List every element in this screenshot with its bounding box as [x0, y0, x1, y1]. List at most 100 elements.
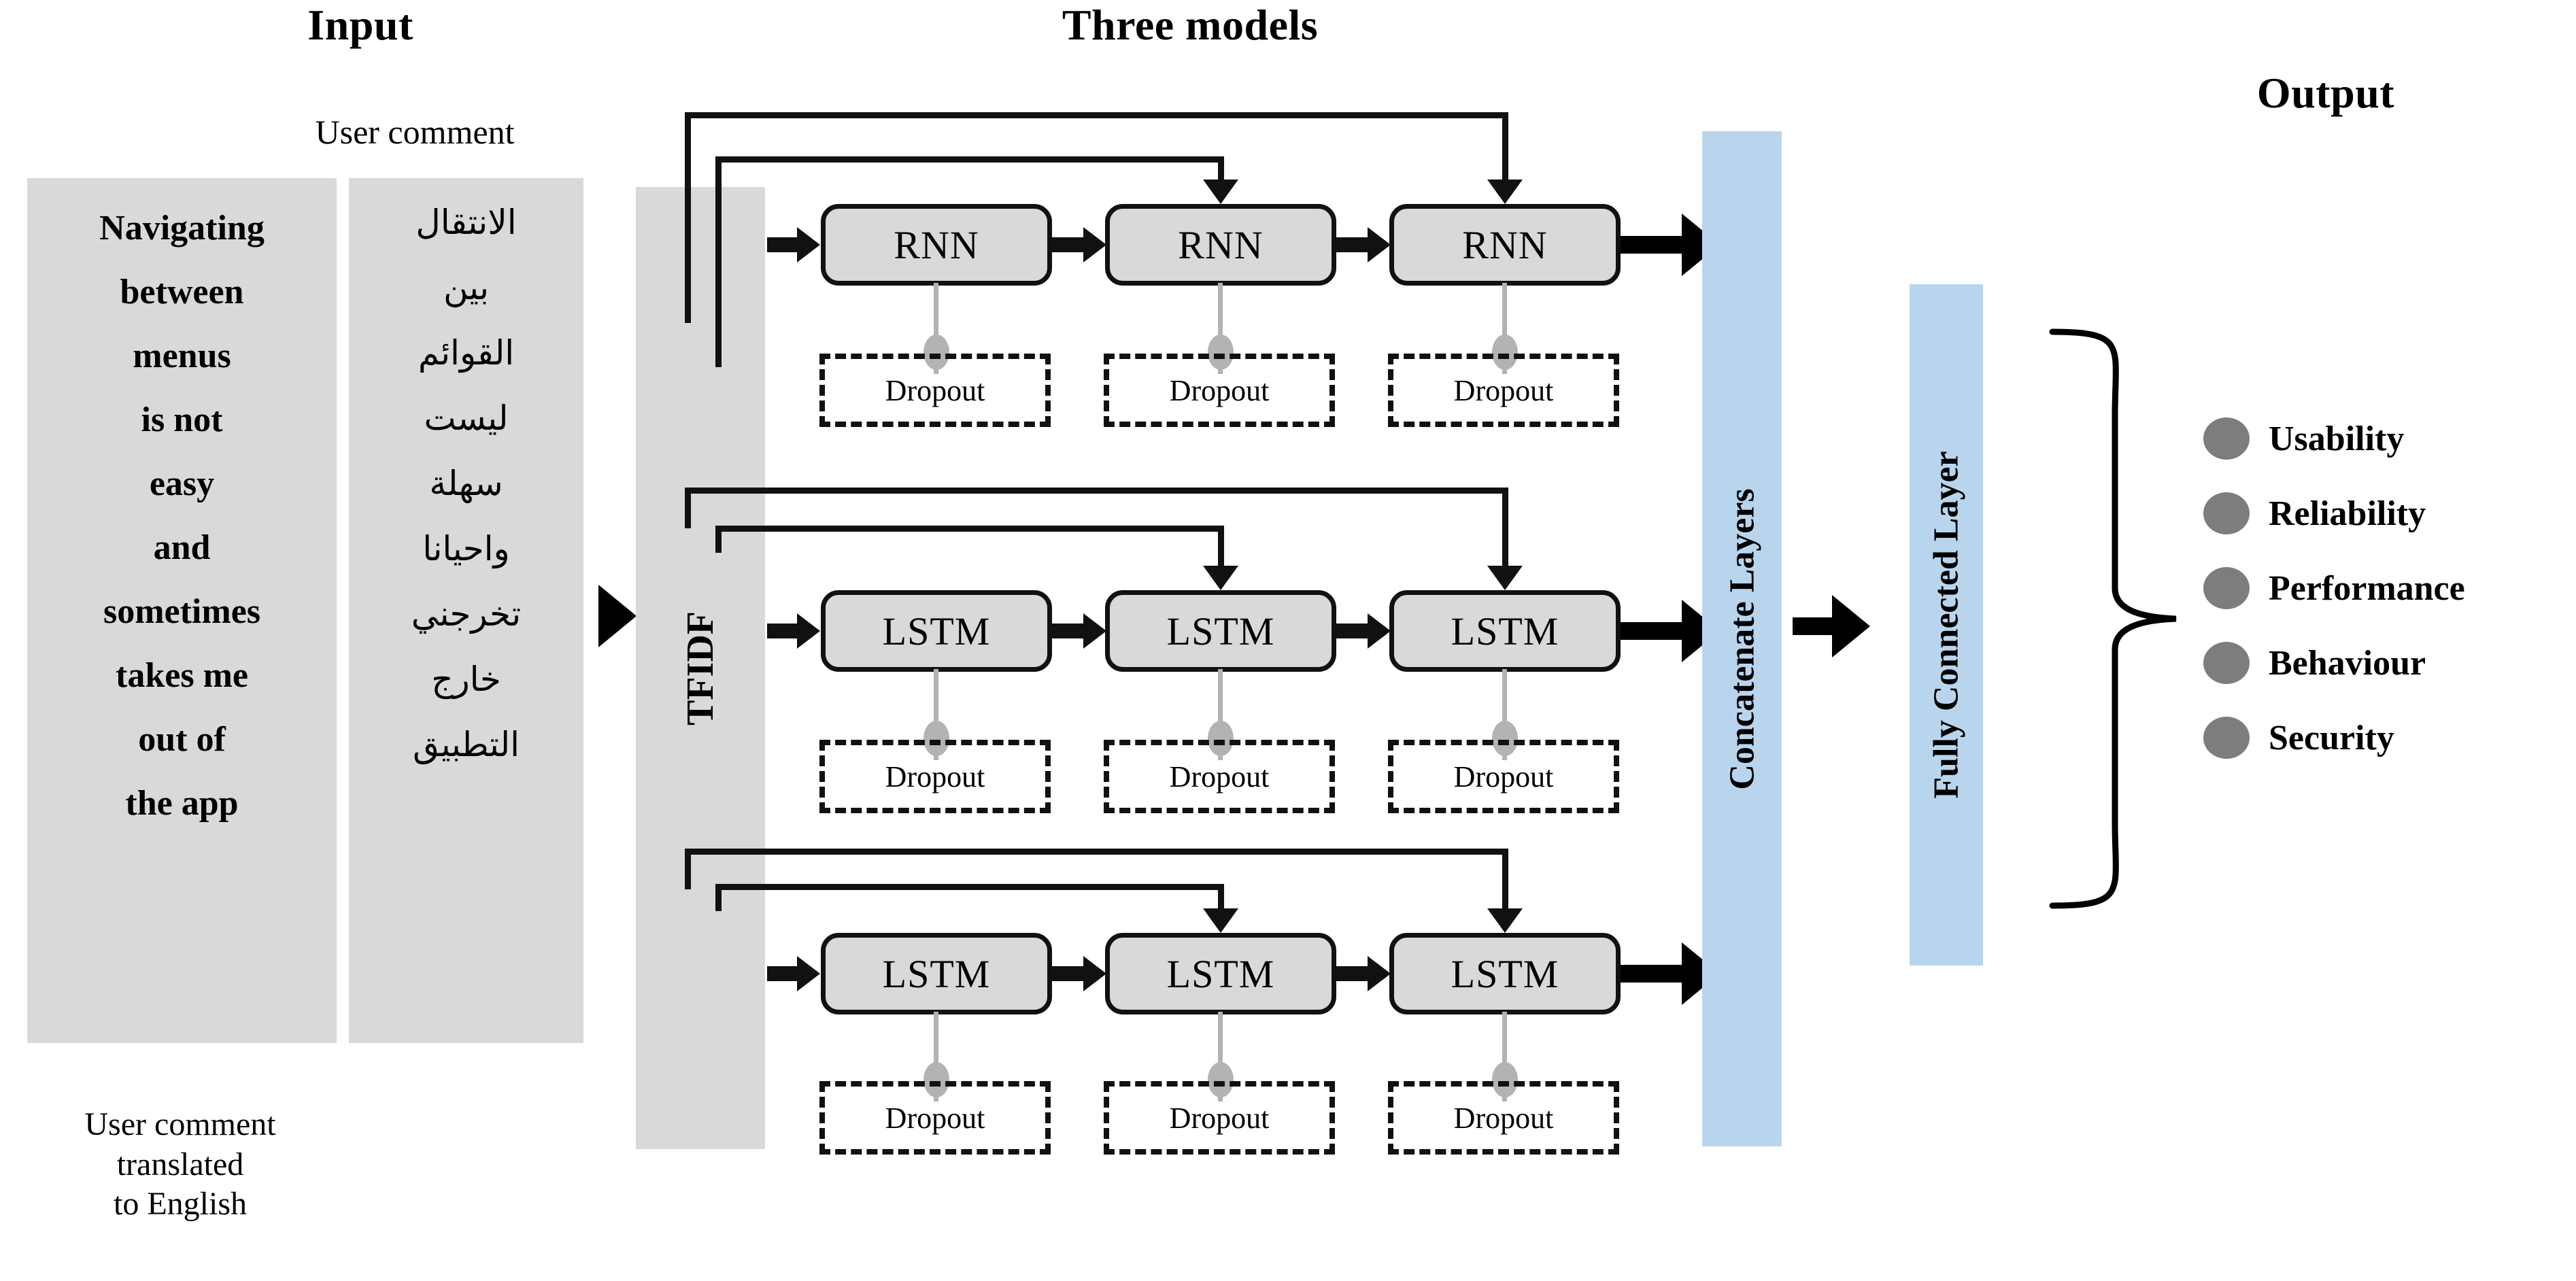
english-comment-line: menus	[133, 337, 231, 375]
output-class-item: Behaviour	[2203, 626, 2576, 700]
dropout-box: Dropout	[1388, 354, 1619, 427]
cell-link-arrow-shaft	[1336, 966, 1369, 981]
dropout-box: Dropout	[1104, 740, 1335, 813]
dropout-connector	[934, 283, 938, 374]
english-comment-line: is not	[141, 400, 223, 439]
dropout-knob-icon	[1208, 1062, 1234, 1097]
cell-lstm: LSTM	[821, 590, 1052, 672]
dropout-box: Dropout	[1388, 740, 1619, 813]
feedback-rail-left-stub	[685, 488, 691, 528]
caption-line: to English	[113, 1186, 247, 1223]
feedback-rail-left-stub	[685, 849, 691, 889]
feedback-arrowhead-icon	[1203, 180, 1238, 204]
cell-link-arrowhead-icon	[1083, 227, 1106, 262]
feedback-rail-horizontal	[715, 526, 1221, 532]
dropout-connector	[1502, 669, 1507, 760]
concatenate-layers-block: Concatenate Layers	[1702, 131, 1782, 1146]
heading-output: Output	[2256, 69, 2395, 117]
output-node-icon	[2203, 492, 2250, 534]
tfidf-entry-arrowhead-icon	[797, 227, 820, 262]
arrow-input-to-tfidf	[598, 585, 637, 647]
cell-link-arrow-shaft	[1052, 237, 1085, 252]
cell-link-arrowhead-icon	[1083, 613, 1106, 649]
cell-link-arrowhead-icon	[1368, 956, 1391, 991]
english-comment-line: and	[153, 528, 211, 567]
english-comment-line: out of	[138, 720, 226, 759]
arabic-comment-line: سهلة	[429, 464, 503, 502]
feedback-rail-left-stub	[715, 526, 722, 553]
dropout-knob-icon	[923, 721, 949, 756]
arabic-comment-line: الانتقال	[416, 203, 517, 241]
feedback-rail-down	[1218, 156, 1224, 180]
cell-rnn: RNN	[1389, 204, 1621, 286]
tfidf-entry-arrow-shaft	[767, 966, 798, 981]
fully-connected-layer-label: Fully Connected Layer	[1927, 451, 1966, 799]
feedback-arrowhead-icon	[1203, 566, 1238, 590]
english-comment-line: sometimes	[103, 592, 261, 631]
arabic-comment-line: التطبيق	[412, 725, 520, 764]
dropout-box: Dropout	[819, 354, 1051, 427]
dropout-box: Dropout	[1388, 1081, 1619, 1155]
output-class-label: Security	[2269, 718, 2394, 757]
cell-link-arrow-shaft	[1336, 237, 1369, 252]
tfidf-entry-arrowhead-icon	[797, 956, 820, 991]
arabic-comment-line: ليست	[424, 399, 509, 437]
output-node-icon	[2203, 567, 2250, 609]
feedback-rail-horizontal	[715, 884, 1221, 890]
dropout-connector	[934, 1012, 938, 1101]
heading-three-models: Three models	[1062, 1, 1319, 49]
feedback-rail-horizontal	[685, 112, 1505, 118]
cell-link-arrow-shaft	[1052, 624, 1085, 638]
feedback-rail-down	[1218, 526, 1224, 566]
output-node-icon	[2203, 717, 2250, 759]
concatenate-layers-label: Concatenate Layers	[1723, 488, 1761, 790]
feedback-arrowhead-icon	[1203, 908, 1238, 933]
feedback-rail-left-stub	[685, 112, 691, 323]
tfidf-entry-arrow-shaft	[767, 624, 798, 638]
output-class-label: Performance	[2269, 568, 2465, 608]
arabic-comment-line: تخرجني	[411, 595, 522, 633]
feedback-rail-left-stub	[715, 884, 722, 911]
arabic-comment-line: خارج	[431, 660, 501, 698]
feedback-rail-horizontal	[685, 488, 1505, 494]
cell-link-arrowhead-icon	[1368, 613, 1391, 649]
dropout-knob-icon	[923, 335, 949, 370]
dropout-knob-icon	[923, 1062, 949, 1097]
output-class-label: Reliability	[2269, 494, 2426, 533]
dropout-knob-icon	[1492, 721, 1518, 756]
output-class-item: Performance	[2203, 551, 2576, 626]
output-class-label: Usability	[2269, 419, 2405, 458]
label-user-comment: User comment	[315, 113, 515, 151]
cell-link-arrow-shaft	[1336, 624, 1369, 638]
cell-lstm: LSTM	[1105, 590, 1336, 672]
feedback-rail-down	[1502, 112, 1508, 180]
feedback-rail-left-stub	[715, 156, 722, 367]
dropout-connector	[1218, 1012, 1223, 1101]
dropout-knob-icon	[1492, 1062, 1518, 1097]
cell-lstm: LSTM	[821, 933, 1052, 1014]
dropout-box: Dropout	[819, 740, 1051, 813]
feedback-arrowhead-icon	[1487, 180, 1523, 204]
cell-lstm: LSTM	[1389, 933, 1621, 1014]
english-comment-line: between	[120, 273, 244, 311]
english-comment-line: Navigating	[99, 209, 265, 247]
feedback-rail-down	[1502, 849, 1508, 908]
cell-rnn: RNN	[1105, 204, 1336, 286]
output-class-item: Usability	[2203, 401, 2576, 476]
cell-lstm: LSTM	[1389, 590, 1621, 672]
dropout-knob-icon	[1208, 721, 1234, 756]
cell-link-arrowhead-icon	[1083, 956, 1106, 991]
output-class-item: Security	[2203, 700, 2576, 775]
feedback-rail-down	[1218, 884, 1224, 908]
row-exit-arrow-shaft	[1621, 965, 1683, 983]
caption-line: User comment	[84, 1106, 276, 1142]
english-comment-line: easy	[149, 464, 215, 503]
dropout-knob-icon	[1208, 335, 1234, 370]
input-panel-english: Navigating between menus is not easy and somet…	[27, 178, 337, 1043]
english-comment-line: the app	[125, 784, 239, 823]
feedback-rail-horizontal	[685, 849, 1505, 855]
arabic-comment-line: واحيانا	[422, 530, 510, 568]
